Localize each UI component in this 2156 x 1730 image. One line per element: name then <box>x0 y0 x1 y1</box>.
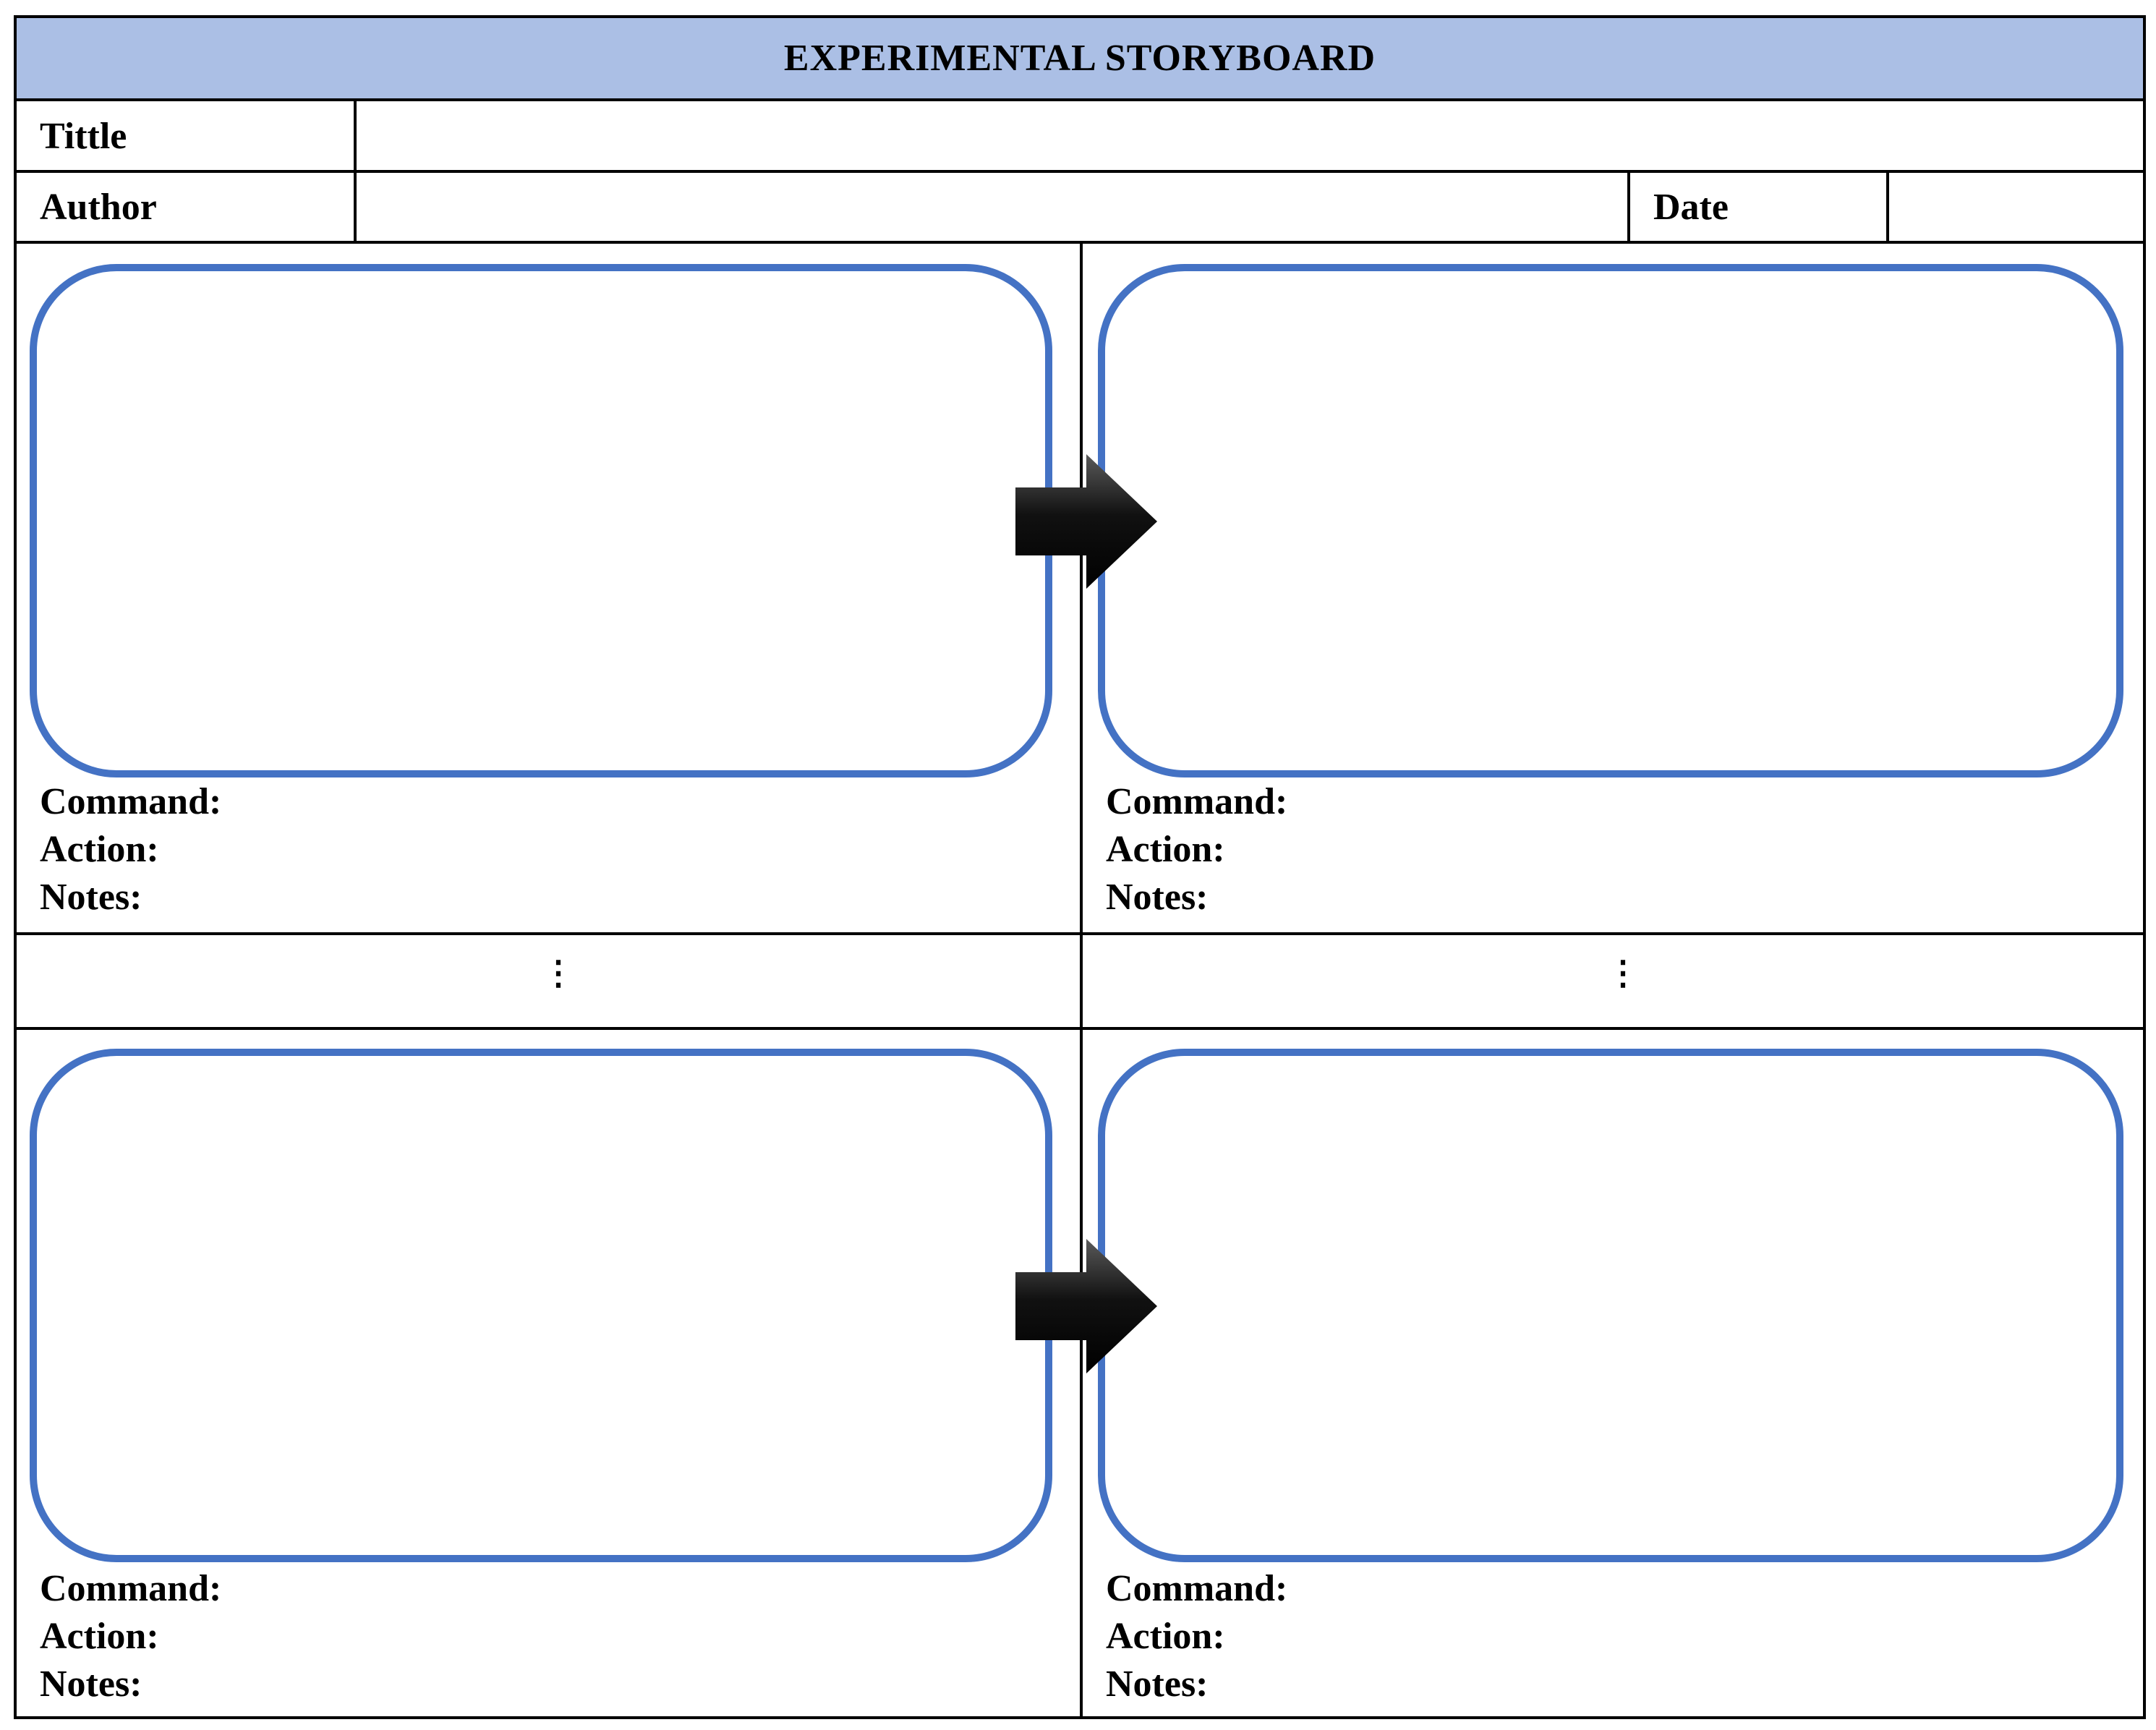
date-label-divider-right <box>1886 170 1889 244</box>
title-field[interactable] <box>357 101 2143 170</box>
continuation-ellipsis-right: ⋮ <box>1606 955 1640 992</box>
command-label: Command: <box>40 1568 222 1609</box>
action-label: Action: <box>1106 829 1225 870</box>
storyboard-frame-4[interactable] <box>1098 1049 2123 1562</box>
storyboard-frame-2[interactable] <box>1098 264 2123 777</box>
panel-4-caption: Command: Action: Notes: <box>1106 1565 1287 1708</box>
storyboard-frame-1[interactable] <box>30 264 1052 777</box>
notes-label: Notes: <box>1106 1663 1209 1705</box>
panel-3-caption: Command: Action: Notes: <box>40 1565 221 1708</box>
author-label: Author <box>40 187 157 228</box>
action-label: Action: <box>1106 1616 1225 1657</box>
right-arrow-icon <box>1015 1239 1157 1373</box>
panel-2-caption: Command: Action: Notes: <box>1106 778 1287 921</box>
date-label-divider-left <box>1627 170 1630 244</box>
storyboard-sheet: EXPERIMENTAL STORYBOARD Tittle Author Da… <box>14 15 2146 1719</box>
storyboard-frame-3[interactable] <box>30 1049 1052 1562</box>
command-label: Command: <box>1106 1568 1288 1609</box>
notes-label: Notes: <box>40 877 142 918</box>
command-label: Command: <box>1106 781 1288 822</box>
page-title: EXPERIMENTAL STORYBOARD <box>783 38 1376 79</box>
title-label: Tittle <box>40 116 127 157</box>
right-arrow-icon <box>1015 454 1157 589</box>
author-field[interactable] <box>357 173 1627 241</box>
panel-column-divider <box>1080 241 1083 1716</box>
header-band: EXPERIMENTAL STORYBOARD <box>17 18 2143 98</box>
continuation-ellipsis-left: ⋮ <box>542 955 575 992</box>
panel-1-caption: Command: Action: Notes: <box>40 778 221 921</box>
action-label: Action: <box>40 829 159 870</box>
header-divider <box>17 98 2143 101</box>
notes-label: Notes: <box>1106 877 1209 918</box>
title-row-divider <box>17 170 2143 173</box>
command-label: Command: <box>40 781 222 822</box>
action-label: Action: <box>40 1616 159 1657</box>
date-field[interactable] <box>1889 173 2143 241</box>
notes-label: Notes: <box>40 1663 142 1705</box>
label-column-divider <box>354 98 357 244</box>
date-label: Date <box>1653 187 1729 228</box>
